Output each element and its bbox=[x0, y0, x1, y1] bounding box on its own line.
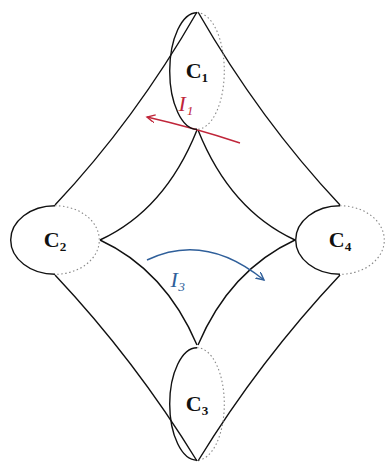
arrow-label: I₃ bbox=[171, 269, 186, 291]
outer-curve bbox=[55, 12, 197, 205]
circle-label: C₁ bbox=[186, 60, 208, 82]
circle-label: C₄ bbox=[329, 229, 351, 251]
circle-label: C₃ bbox=[186, 393, 208, 415]
inner-curve bbox=[100, 240, 197, 345]
inner-curve bbox=[198, 240, 295, 345]
outer-curve bbox=[55, 275, 197, 461]
circle-label: C₂ bbox=[44, 229, 66, 251]
boundary-circle: C₄ bbox=[295, 205, 385, 275]
inner-curve bbox=[198, 130, 295, 240]
inner-curve bbox=[100, 130, 197, 240]
boundary-circle: C₂ bbox=[10, 205, 100, 275]
tube-outline bbox=[55, 12, 340, 461]
outer-curve bbox=[198, 275, 340, 461]
boundary-circle: C₃ bbox=[169, 347, 225, 461]
curved-arrow bbox=[147, 117, 240, 143]
curved-arrow bbox=[147, 250, 264, 280]
boundary-circle: C₁ bbox=[169, 12, 225, 130]
arrow-label: I₁ bbox=[179, 93, 194, 115]
outer-curve bbox=[198, 12, 340, 205]
